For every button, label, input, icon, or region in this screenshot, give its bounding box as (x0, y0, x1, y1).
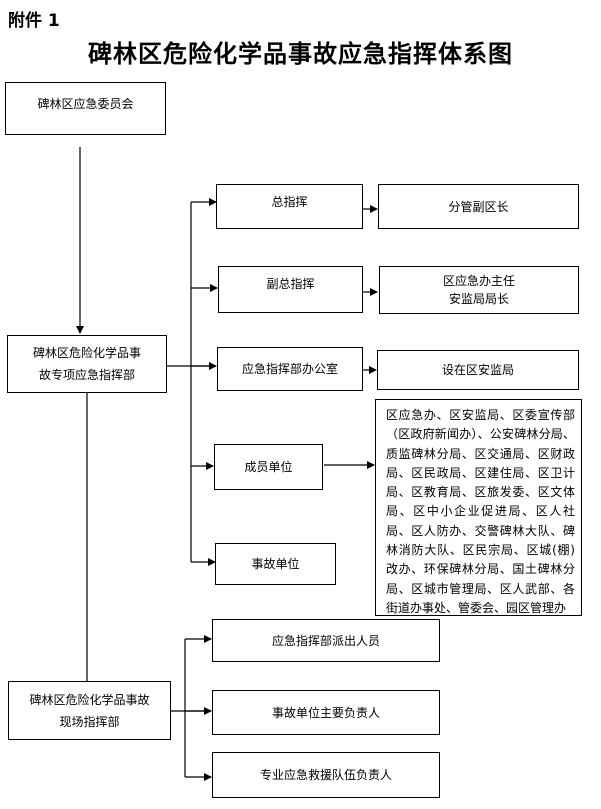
node-dispatched-staff-label: 应急指挥部派出人员 (271, 633, 380, 648)
node-chief-commander-label: 总指挥 (271, 195, 308, 209)
node-deputy-holder-line1: 区应急办主任 (442, 274, 515, 288)
node-command-office-location: 设在区安监局 (377, 350, 579, 390)
node-special-command: 碑林区危险化学品事 故专项应急指挥部 (7, 335, 167, 393)
node-committee-label: 碑林区应急委员会 (37, 97, 134, 111)
node-accident-unit-head: 事故单位主要负责人 (212, 690, 440, 735)
node-chief-commander: 总指挥 (216, 184, 363, 229)
node-command-office: 应急指挥部办公室 (217, 347, 363, 391)
node-member-units: 成员单位 (214, 444, 323, 490)
node-rescue-team-head: 专业应急救援队伍负责人 (212, 752, 440, 798)
node-member-units-list: 区应急办、区安监局、区委宣传部（区政府新闻办）、公安碑林分局、质监碑林分局、区交… (375, 399, 582, 616)
node-onsite-command-line2: 现场指挥部 (59, 714, 120, 729)
node-office-location-label: 设在区安监局 (441, 363, 514, 377)
attachment-label: 附件 1 (8, 11, 60, 31)
node-chief-holder-label: 分管副区长 (448, 199, 509, 214)
node-onsite-command: 碑林区危险化学品事故 现场指挥部 (8, 681, 171, 740)
node-accident-unit-head-label: 事故单位主要负责人 (271, 705, 380, 720)
node-deputy-commander: 副总指挥 (218, 266, 363, 313)
node-rescue-team-head-label: 专业应急救援队伍负责人 (259, 768, 392, 782)
node-chief-commander-holder: 分管副区长 (378, 184, 579, 229)
node-dispatched-staff: 应急指挥部派出人员 (212, 619, 440, 662)
node-accident-unit: 事故单位 (215, 543, 336, 585)
page-title: 碑林区危险化学品事故应急指挥体系图 (88, 40, 513, 68)
node-committee: 碑林区应急委员会 (5, 82, 166, 135)
node-command-office-label: 应急指挥部办公室 (241, 362, 338, 376)
node-accident-unit-label: 事故单位 (251, 557, 300, 571)
node-deputy-commander-holder: 区应急办主任 安监局局长 (379, 266, 579, 314)
node-deputy-commander-label: 副总指挥 (266, 277, 315, 291)
node-special-command-line2: 故专项应急指挥部 (38, 368, 135, 382)
node-member-units-label: 成员单位 (244, 460, 293, 474)
node-special-command-line1: 碑林区危险化学品事 (32, 346, 141, 360)
node-onsite-command-line1: 碑林区危险化学品事故 (29, 692, 150, 707)
node-deputy-holder-line2: 安监局局长 (448, 292, 509, 306)
